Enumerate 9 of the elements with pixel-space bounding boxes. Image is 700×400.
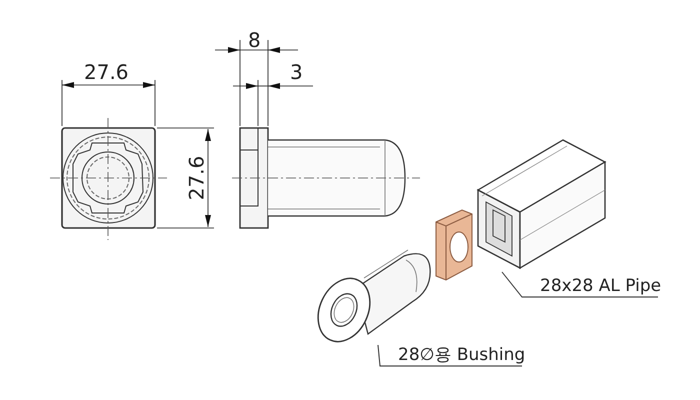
- dimension-label: 27.6: [84, 62, 129, 82]
- leader-line: [378, 344, 522, 366]
- bushing-drawing: [316, 248, 434, 345]
- dimension-label: 27.6: [186, 156, 206, 200]
- dimension-label: 8: [248, 30, 261, 50]
- leader-line: [502, 272, 658, 298]
- dimension-label: 3: [290, 62, 303, 82]
- part-label: 28x28 AL Pipe: [540, 276, 662, 296]
- part-label: 28∅용 Bushing: [398, 345, 526, 365]
